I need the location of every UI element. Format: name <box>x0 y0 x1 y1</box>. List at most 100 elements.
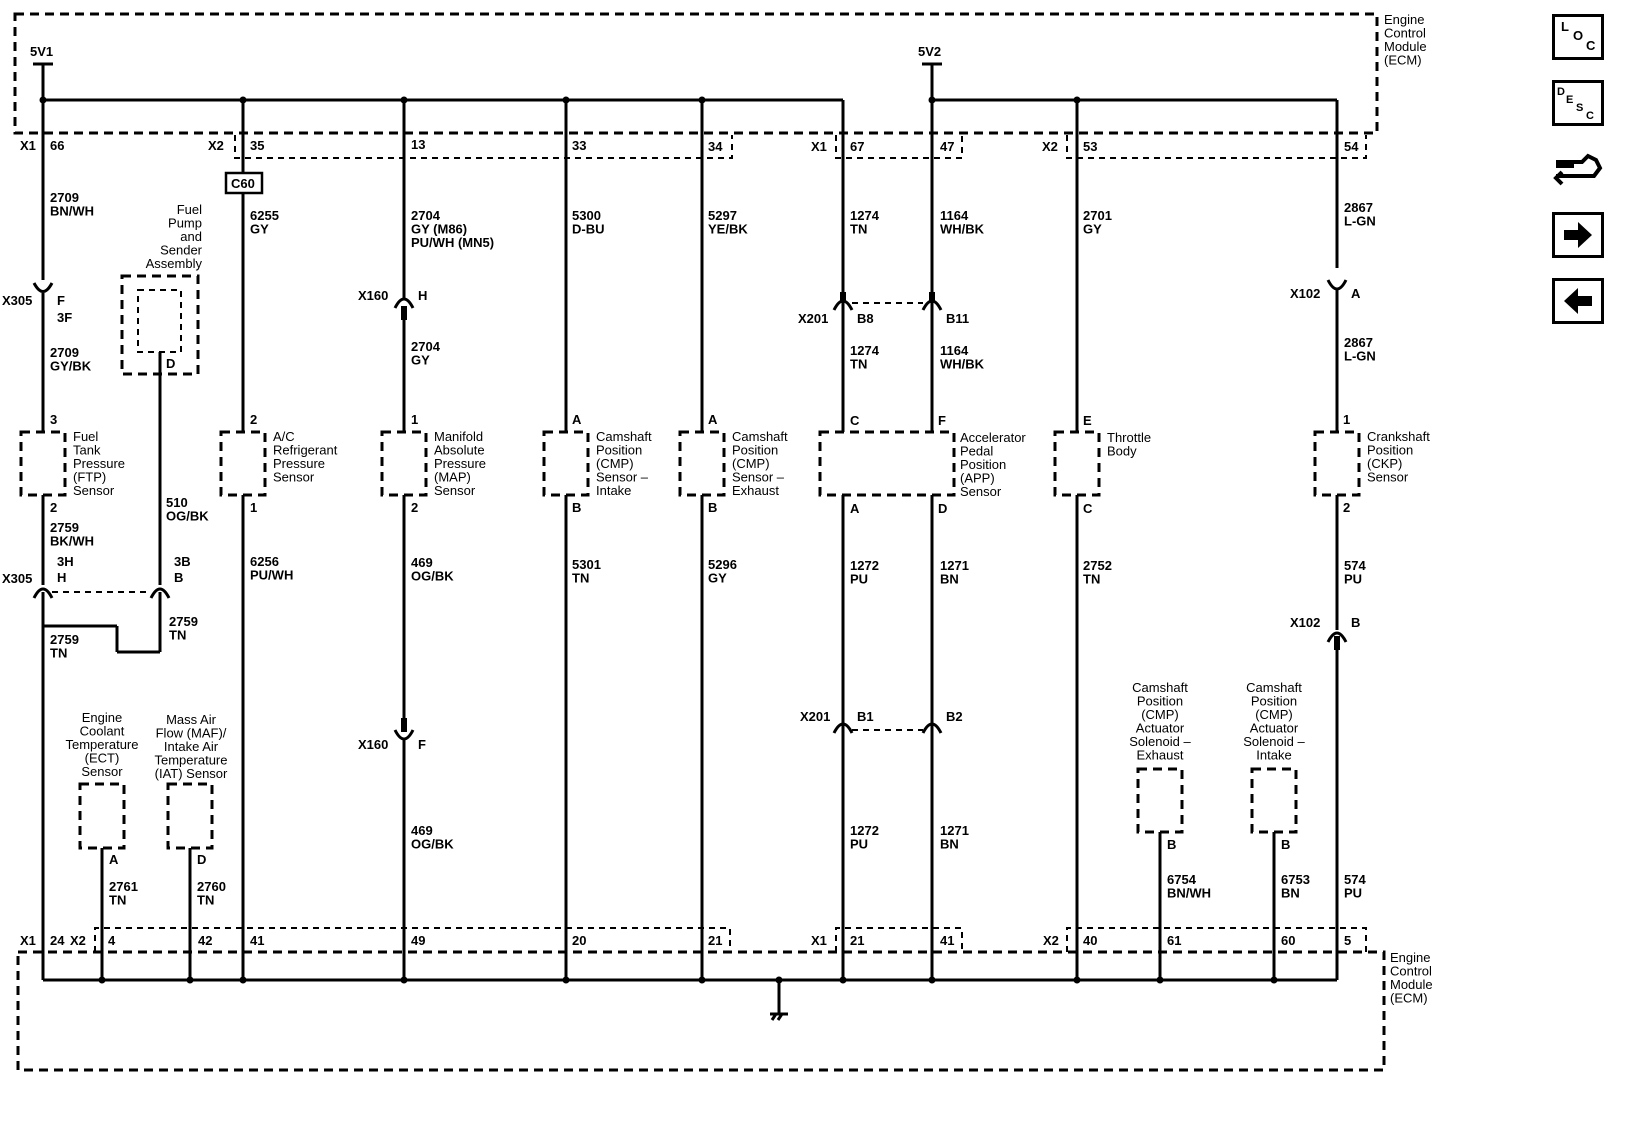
cmp-intake-box <box>542 430 590 497</box>
cmp-actuator-intake-box <box>1250 767 1298 834</box>
pin-21b: 21 <box>850 933 864 948</box>
map-sensor-box <box>380 430 428 497</box>
supply-5v2-label: 5V2 <box>918 44 941 59</box>
pin-42: 42 <box>198 933 212 948</box>
pin-41b: 41 <box>940 933 954 948</box>
bottom-x2-label: X2 <box>70 933 86 948</box>
svg-text:A: A <box>572 412 582 427</box>
pin-47: 47 <box>940 139 954 154</box>
next-button[interactable] <box>1552 212 1604 258</box>
connector-view-button[interactable] <box>1552 146 1604 192</box>
ftp-sensor-box <box>19 430 67 497</box>
arrow-left-icon <box>1564 288 1592 314</box>
svg-text:H: H <box>418 288 427 303</box>
previous-button[interactable] <box>1552 278 1604 324</box>
svg-text:D: D <box>938 501 947 516</box>
pin-21: 21 <box>708 933 722 948</box>
svg-text:2: 2 <box>1343 500 1350 515</box>
svg-text:D: D <box>166 356 175 371</box>
svg-text:E: E <box>1083 413 1092 428</box>
top-x2b-label: X2 <box>1042 139 1058 154</box>
svg-text:B11: B11 <box>946 311 969 326</box>
connector-hand-icon <box>1553 153 1603 186</box>
svg-text:C: C <box>850 413 860 428</box>
pin-60: 60 <box>1281 933 1295 948</box>
cmp-actuator-exhaust-box <box>1136 767 1184 834</box>
supply-5v1-label: 5V1 <box>30 44 53 59</box>
throttle-body-box <box>1053 430 1101 497</box>
pin-61: 61 <box>1167 933 1181 948</box>
svg-text:E: E <box>1566 94 1573 106</box>
svg-text:C: C <box>1083 501 1093 516</box>
top-x1b-label: X1 <box>811 139 827 154</box>
cmp-exhaust-box <box>678 430 726 497</box>
svg-text:H: H <box>57 570 66 585</box>
svg-text:F: F <box>418 737 426 752</box>
pin-40: 40 <box>1083 933 1097 948</box>
svg-text:B: B <box>1281 837 1290 852</box>
pin-5: 5 <box>1344 933 1351 948</box>
svg-text:A: A <box>1351 286 1361 301</box>
svg-text:2: 2 <box>411 500 418 515</box>
pin-35: 35 <box>250 138 264 153</box>
pin-33: 33 <box>572 138 586 153</box>
ecm-top-box <box>13 12 1379 135</box>
loc-button[interactable]: L O C <box>1552 14 1604 60</box>
svg-text:S: S <box>1576 102 1583 114</box>
pin-66: 66 <box>50 138 64 153</box>
svg-text:O: O <box>1573 28 1583 43</box>
svg-text:C: C <box>1586 38 1596 53</box>
fuel-pump-box <box>120 274 200 376</box>
pin-4: 4 <box>108 933 116 948</box>
svg-text:3: 3 <box>50 412 57 427</box>
c60-label: C60 <box>231 176 255 191</box>
ect-sensor-box <box>78 782 126 850</box>
pin-67: 67 <box>850 139 864 154</box>
wiring-diagram: 5V1 5V2 X1 X2 X1 X2 66 35 13 33 34 67 47… <box>2 12 1433 1072</box>
svg-text:A: A <box>109 852 119 867</box>
svg-text:B: B <box>1351 615 1360 630</box>
desc-button[interactable]: D E S C <box>1552 80 1604 126</box>
svg-text:B: B <box>572 500 581 515</box>
svg-text:D: D <box>197 852 206 867</box>
bottom-x1b-label: X1 <box>811 933 827 948</box>
pin-24: 24 <box>50 933 65 948</box>
x160-top-label: X160 <box>358 288 388 303</box>
svg-text:D: D <box>1557 86 1565 98</box>
x160-bottom-label: X160 <box>358 737 388 752</box>
pin-41: 41 <box>250 933 264 948</box>
svg-text:3B: 3B <box>174 554 191 569</box>
svg-text:1: 1 <box>411 412 418 427</box>
